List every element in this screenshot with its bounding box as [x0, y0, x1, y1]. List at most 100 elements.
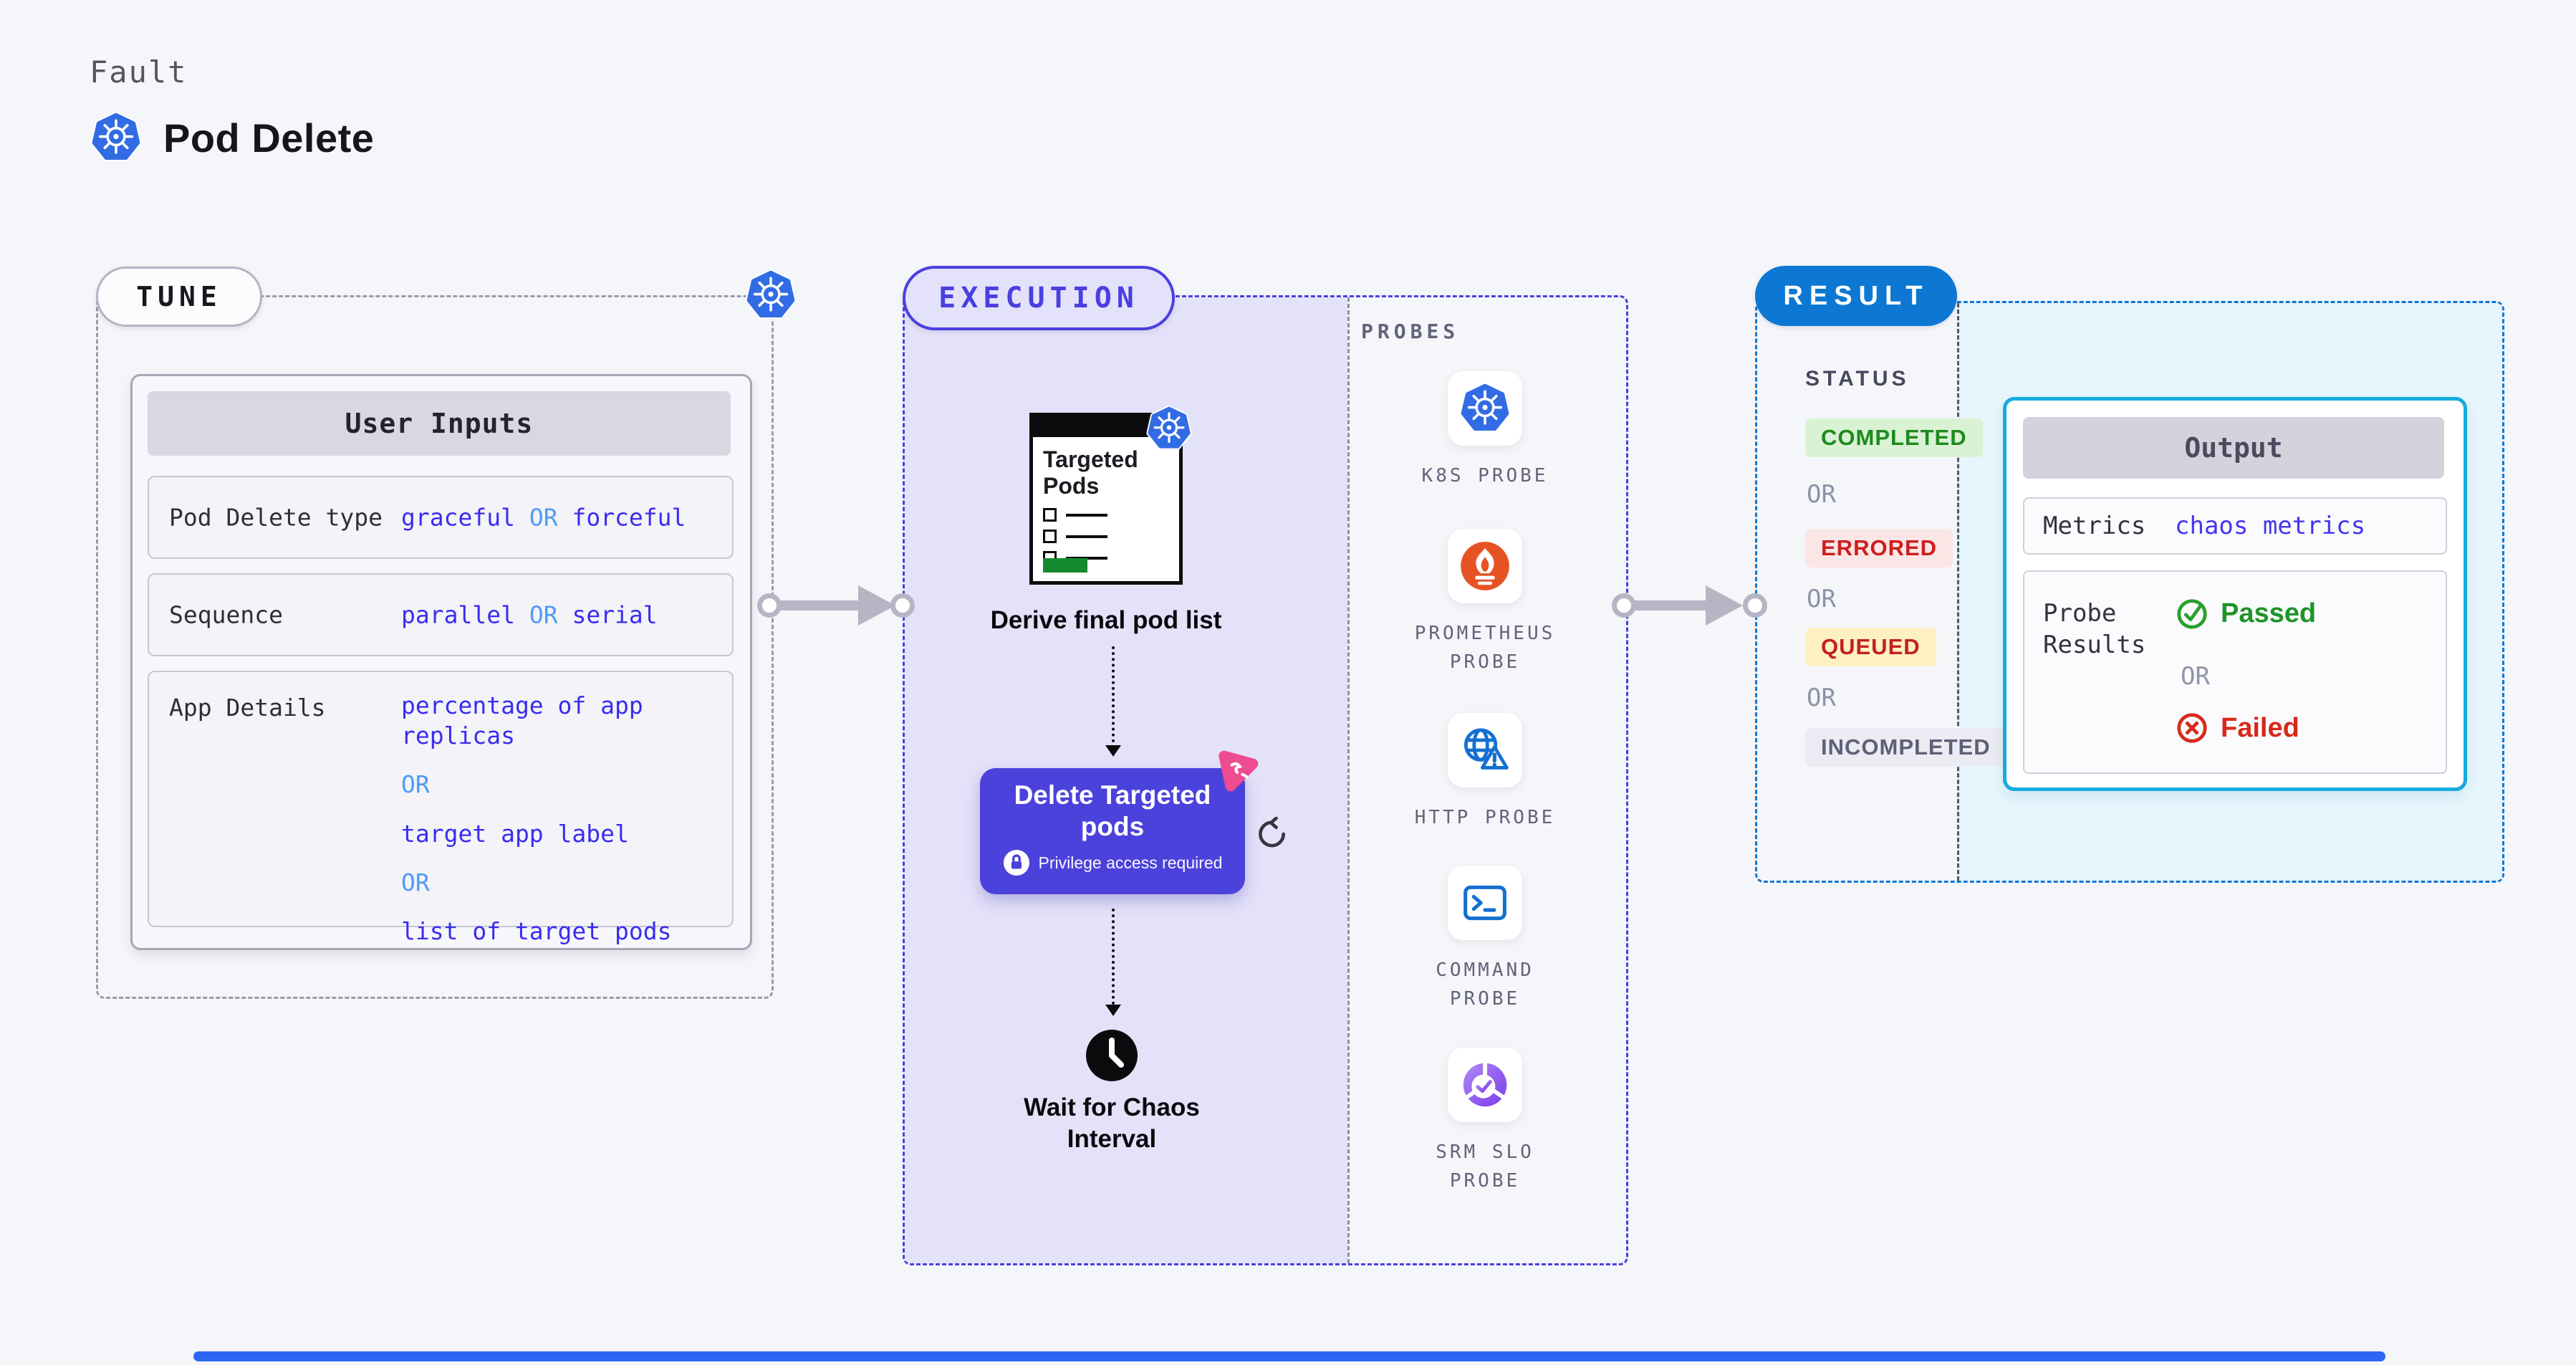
input-value: parallel OR serial: [401, 601, 658, 629]
flow-arrow: [1634, 600, 1714, 610]
input-value: graceful OR forceful: [401, 504, 686, 532]
value-option: parallel: [401, 600, 515, 629]
input-row-pod-delete-type: Pod Delete type graceful OR forceful: [148, 476, 734, 559]
terminal-icon: [1459, 877, 1511, 929]
prometheus-icon: [1459, 540, 1511, 592]
probe-item-srm-slo: SRM SLO PROBE: [1399, 1048, 1571, 1196]
probes-divider: [1347, 297, 1350, 1263]
input-label: Sequence: [169, 600, 283, 629]
slo-donut-check-icon: [1459, 1059, 1511, 1111]
metrics-label: Metrics: [2043, 511, 2146, 540]
output-metrics-row: Metrics chaos metrics: [2023, 497, 2447, 555]
connector-dot: [1743, 593, 1767, 618]
globe-warning-icon: [1458, 724, 1512, 777]
value-option: serial: [572, 600, 658, 629]
step-derive-label: Derive final pod list: [990, 606, 1222, 634]
pod-list-item: [1043, 508, 1107, 522]
connector-dot: [1612, 593, 1636, 618]
clock-icon: [1085, 1029, 1138, 1082]
value-option: graceful: [401, 503, 515, 532]
result-pill: RESULT: [1755, 266, 1957, 326]
card-title: Targeted Pods: [1043, 446, 1138, 499]
check-circle-icon: [2175, 596, 2209, 631]
step-delete-label: Delete Targeted pods: [1014, 780, 1211, 841]
probe-item-k8s: K8S PROBE: [1399, 371, 1571, 490]
failed-label: Failed: [2221, 712, 2299, 743]
probe-card: [1448, 371, 1522, 446]
status-title: STATUS: [1805, 367, 1910, 391]
dotted-arrowhead: [1105, 1005, 1121, 1016]
pod-checklist: [1043, 508, 1107, 565]
probe-item-prometheus: PROMETHEUS PROBE: [1399, 529, 1571, 677]
x-circle-icon: [2175, 711, 2209, 745]
input-label: Pod Delete type: [169, 503, 383, 532]
or-separator: OR: [401, 770, 430, 799]
flow-arrowhead: [1706, 585, 1743, 626]
value-option: target app label: [401, 819, 629, 848]
input-row-sequence: Sequence parallel OR serial: [148, 573, 734, 656]
probe-item-command: COMMAND PROBE: [1399, 866, 1571, 1014]
kubernetes-icon: [745, 269, 797, 321]
connector-dot: [757, 593, 782, 618]
status-badge-errored: ERRORED: [1805, 529, 1953, 567]
tune-section-box: [96, 295, 774, 999]
or-separator: OR: [529, 600, 558, 629]
fault-eyebrow: Fault: [90, 54, 188, 90]
execution-pill: EXECUTION: [903, 266, 1175, 330]
chaos-badge-icon: [1213, 748, 1261, 795]
list-line: [1066, 556, 1107, 560]
probe-result-failed: Failed: [2175, 711, 2299, 745]
passed-label: Passed: [2221, 598, 2317, 628]
flow-arrowhead: [858, 585, 895, 626]
status-badge-incompleted: INCOMPLETED: [1805, 728, 2007, 767]
probe-result-passed: Passed: [2175, 596, 2316, 631]
checkbox-icon: [1043, 508, 1057, 522]
probe-results-label: Probe Results: [2043, 599, 2146, 660]
probe-card: [1448, 866, 1522, 940]
kubernetes-icon: [1459, 383, 1511, 434]
connector-dot: [890, 593, 915, 618]
input-value: percentage of app replicas OR target app…: [401, 691, 716, 947]
status-badge-queued: QUEUED: [1805, 628, 1936, 666]
probe-item-http: HTTP PROBE: [1399, 713, 1571, 832]
page-title: Pod Delete: [90, 112, 374, 163]
step-wait-label: Wait for Chaos Interval: [1024, 1093, 1200, 1153]
probe-card: [1448, 713, 1522, 787]
list-line: [1066, 535, 1107, 538]
retry-loop-icon: [1255, 817, 1289, 851]
value-option: percentage of app replicas: [401, 691, 643, 750]
probe-label: PROMETHEUS PROBE: [1414, 623, 1556, 674]
probe-label: SRM SLO PROBE: [1436, 1141, 1534, 1192]
probe-card: [1448, 529, 1522, 603]
value-option: forceful: [572, 503, 686, 532]
dotted-connector: [1112, 909, 1115, 1005]
probe-label: HTTP PROBE: [1414, 807, 1556, 828]
checkbox-icon: [1043, 530, 1057, 543]
or-separator: OR: [2181, 662, 2210, 691]
output-probe-results-row: Probe Results Passed OR Failed: [2023, 570, 2447, 774]
or-separator: OR: [529, 503, 558, 532]
privilege-note-text: Privilege access required: [1038, 853, 1223, 872]
or-separator: OR: [1807, 480, 1836, 509]
progress-bar: [1043, 558, 1087, 573]
page-title-text: Pod Delete: [163, 115, 375, 161]
footer-accent-bar: [193, 1351, 2385, 1361]
flow-arrow: [779, 600, 867, 610]
probes-title: PROBES: [1361, 320, 1460, 343]
tune-pill: TUNE: [96, 267, 262, 327]
metrics-value: chaos metrics: [2175, 512, 2366, 540]
probe-card: [1448, 1048, 1522, 1122]
status-badge-completed: COMPLETED: [1805, 418, 1983, 457]
lock-icon: [1003, 849, 1030, 876]
or-separator: OR: [401, 868, 430, 896]
privilege-note: Privilege access required: [980, 849, 1245, 876]
list-line: [1066, 513, 1107, 517]
output-title: Output: [2023, 417, 2444, 479]
or-separator: OR: [1807, 585, 1836, 613]
kubernetes-icon: [90, 112, 142, 163]
input-label: App Details: [169, 694, 326, 722]
delete-pods-step: Delete Targeted pods Privilege access re…: [980, 768, 1245, 894]
dotted-arrowhead: [1105, 745, 1121, 757]
dotted-connector: [1112, 646, 1115, 742]
